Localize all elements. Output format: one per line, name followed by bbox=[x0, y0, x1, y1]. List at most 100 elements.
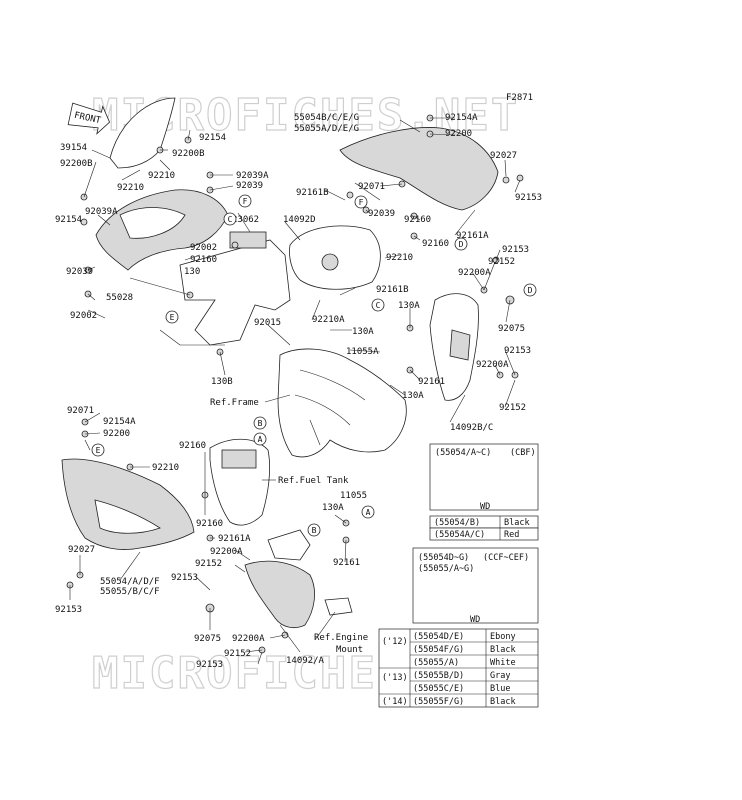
meter-hole bbox=[321, 253, 339, 271]
engine-mount-bracket bbox=[324, 597, 353, 616]
callout-F-2: F bbox=[359, 198, 364, 207]
right-inner-panel-detail bbox=[449, 329, 471, 361]
label-130A-b: 130A bbox=[352, 327, 374, 337]
label-92153-f: 92153 bbox=[196, 660, 223, 670]
ccf-header-model: (CCF~CEF) bbox=[483, 553, 529, 563]
label-92200A: 92200A bbox=[458, 268, 491, 278]
leader-lines bbox=[69, 117, 521, 665]
label-ref-engine-mount: Mount bbox=[336, 645, 363, 655]
label-ref-engine: Ref.Engine bbox=[314, 633, 368, 643]
ccf-row5-code: (55055C/E) bbox=[413, 684, 464, 694]
figure-code: F2871 bbox=[506, 93, 533, 103]
label-92161-b: 92161 bbox=[333, 558, 360, 568]
ccf-header-code-1: (55054D~G) bbox=[418, 553, 469, 563]
label-92154A: 92154A bbox=[445, 113, 478, 123]
label-92027-b: 92027 bbox=[68, 545, 95, 555]
callout-C-2: C bbox=[376, 301, 381, 310]
cbf-caption: WD bbox=[480, 502, 490, 512]
label-92210-b: 92210 bbox=[148, 171, 175, 181]
label-92153-c: 92153 bbox=[504, 346, 531, 356]
ccf-row2-code: (55054F/G) bbox=[413, 645, 464, 655]
label-92153-e: 92153 bbox=[171, 573, 198, 583]
ccf-row4-color: Gray bbox=[490, 671, 510, 681]
label-55054AD: 55054/A/D/F bbox=[100, 577, 160, 587]
callout-D-2: D bbox=[528, 286, 533, 295]
label-92154A-b: 92154A bbox=[103, 417, 136, 427]
label-130B: 130B bbox=[211, 377, 233, 387]
callout-C-1: C bbox=[228, 215, 233, 224]
label-14092A: 14092/A bbox=[286, 656, 325, 666]
ccf-row5-color: Blue bbox=[490, 684, 510, 694]
label-92039-a: 92039 bbox=[236, 181, 263, 191]
label-92161A: 92161A bbox=[456, 231, 489, 241]
label-92002-a: 92002 bbox=[190, 243, 217, 253]
label-92039A-b: 92039A bbox=[236, 171, 269, 181]
label-92039-b: 92039 bbox=[66, 267, 93, 277]
label-39154: 39154 bbox=[60, 143, 87, 153]
ccf-row6-color: Black bbox=[490, 697, 516, 707]
label-92160-b: 92160 bbox=[404, 215, 431, 225]
label-92154: 92154 bbox=[55, 215, 82, 225]
label-92152-b: 92152 bbox=[499, 403, 526, 413]
label-92161A-b: 92161A bbox=[218, 534, 251, 544]
label-92210-d: 92210 bbox=[152, 463, 179, 473]
stay-bracket-23062 bbox=[229, 231, 267, 249]
front-arrow-icon: FRONT bbox=[67, 102, 111, 135]
label-92152-c: 92152 bbox=[195, 559, 222, 569]
ccf-row2-color: Black bbox=[490, 645, 516, 655]
engine-guard-part bbox=[244, 560, 315, 629]
label-92160-e: 92160 bbox=[196, 519, 223, 529]
label-92071: 92071 bbox=[358, 182, 385, 192]
label-92153-b: 92153 bbox=[502, 245, 529, 255]
label-92200A-c: 92200A bbox=[210, 547, 243, 557]
label-92210: 92210 bbox=[117, 183, 144, 193]
label-92071-b: 92071 bbox=[67, 406, 94, 416]
callout-F-1: F bbox=[243, 197, 248, 206]
ccf-row3-color: White bbox=[490, 658, 516, 668]
callout-circles: F C E F C D D B A E A B bbox=[91, 194, 537, 537]
label-130A-d: 130A bbox=[322, 503, 344, 513]
cowl-stay-part bbox=[179, 239, 291, 346]
label-92075-b: 92075 bbox=[194, 634, 221, 644]
label-92161B-b: 92161B bbox=[376, 285, 409, 295]
label-92200B: 92200B bbox=[60, 159, 93, 169]
label-92153: 92153 bbox=[515, 193, 542, 203]
ccf-year-14: ('14) bbox=[382, 697, 408, 707]
label-92152-d: 92152 bbox=[224, 649, 251, 659]
label-130A-c: 130A bbox=[402, 391, 424, 401]
cbf-row1-color: Black bbox=[504, 518, 530, 528]
color-table-ccf: (55054D~G) (CCF~CEF) (55055/A~G) WD ('12… bbox=[378, 547, 539, 708]
callout-A-1: A bbox=[258, 435, 263, 444]
label-92200B-b: 92200B bbox=[172, 149, 205, 159]
label-14092D: 14092D bbox=[283, 215, 316, 225]
label-92002-b: 92002 bbox=[70, 311, 97, 321]
label-92200A-d: 92200A bbox=[232, 634, 265, 644]
lower-left-fairing-part bbox=[61, 458, 195, 550]
label-92039A: 92039A bbox=[85, 207, 118, 217]
label-55055BC: 55055/B/C/F bbox=[100, 587, 160, 597]
headlight-cover-part bbox=[119, 207, 186, 239]
callout-A-2: A bbox=[366, 508, 371, 517]
callout-B-2: B bbox=[312, 526, 317, 535]
label-92075: 92075 bbox=[498, 324, 525, 334]
frame-reference bbox=[277, 348, 407, 458]
ccf-header-code-2: (55055/A~G) bbox=[418, 564, 474, 574]
callout-E-1: E bbox=[170, 313, 175, 322]
lower-left-fairing-detail bbox=[94, 499, 161, 534]
label-55028: 55028 bbox=[106, 293, 133, 303]
label-92160-a: 92160 bbox=[190, 255, 217, 265]
cbf-row2-color: Red bbox=[504, 530, 519, 540]
cbf-header-code: (55054/A~C) bbox=[435, 448, 491, 458]
label-92027: 92027 bbox=[490, 151, 517, 161]
cbf-header-model: (CBF) bbox=[510, 448, 536, 458]
label-55054B: 55054B/C/E/G bbox=[294, 113, 359, 123]
label-92210-c: 92210 bbox=[386, 253, 413, 263]
ccf-row6-code: (55055F/G) bbox=[413, 697, 464, 707]
under-cowl-bracket-part bbox=[267, 529, 311, 561]
label-92200: 92200 bbox=[445, 129, 472, 139]
upper-right-cowl-part bbox=[339, 127, 499, 211]
tank-side-cover-inset bbox=[221, 449, 257, 469]
cbf-row1-code: (55054/B) bbox=[434, 518, 480, 528]
callout-B-1: B bbox=[258, 419, 263, 428]
